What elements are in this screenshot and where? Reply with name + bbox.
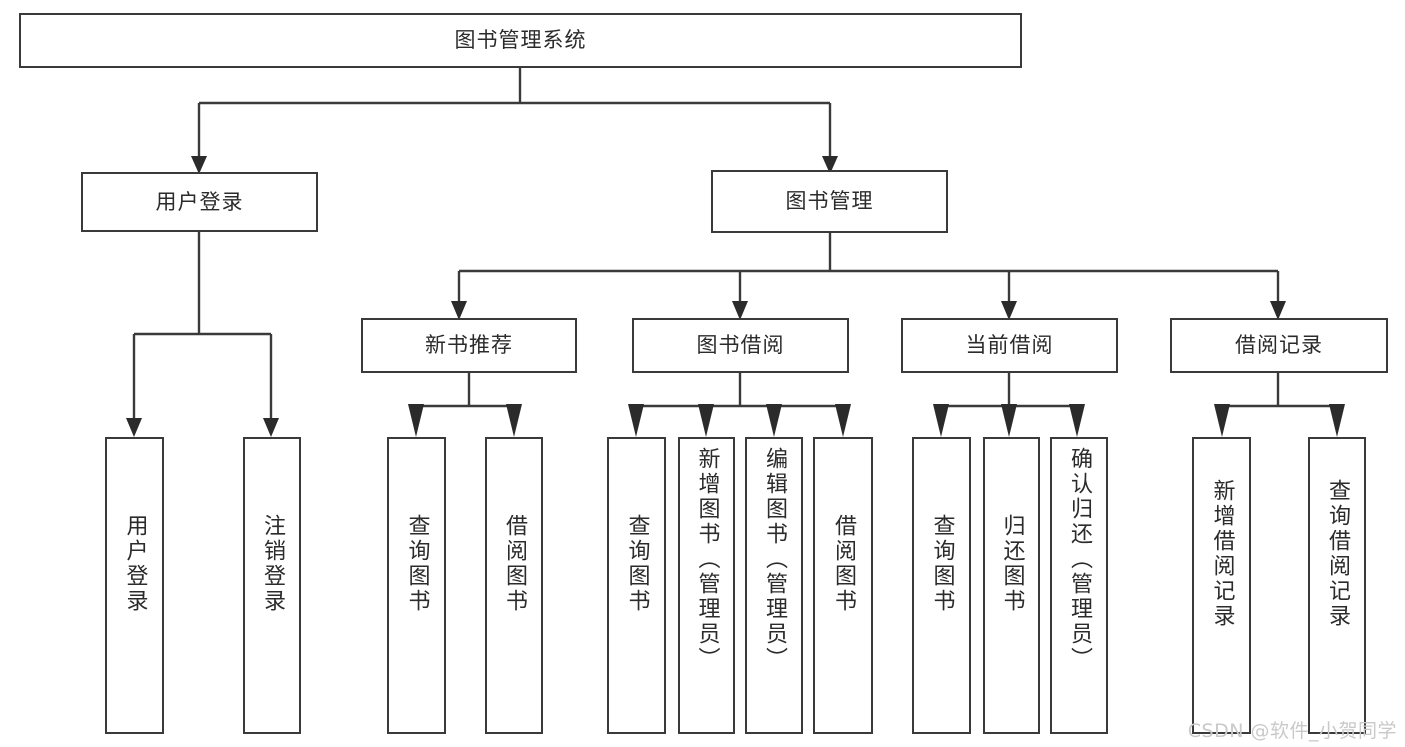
csdn-watermark: CSDN @软件_小贺同学 xyxy=(1187,720,1397,742)
node-leaf-query-book-2-label: 查询图书 xyxy=(624,514,650,614)
node-leaf-query-record-label: 查询借阅记录 xyxy=(1325,479,1350,629)
node-leaf-user-login-label: 用户登录 xyxy=(122,514,148,614)
node-leaf-borrow-book-2-label: 借阅图书 xyxy=(831,514,856,614)
node-leaf-confirm-return[interactable]: 确认归还（管理员） xyxy=(1050,437,1108,734)
node-leaf-borrow-book-2[interactable]: 借阅图书 xyxy=(813,437,873,734)
node-book-manage-label: 图书管理 xyxy=(785,189,874,214)
node-leaf-logout-label: 注销登录 xyxy=(260,514,285,614)
node-leaf-add-record-label: 新增借阅记录 xyxy=(1209,479,1235,629)
node-leaf-logout[interactable]: 注销登录 xyxy=(243,437,301,734)
node-leaf-add-book-label: 新增图书（管理员） xyxy=(694,447,720,672)
node-leaf-query-book-1-label: 查询图书 xyxy=(404,514,430,614)
node-leaf-return-book[interactable]: 归还图书 xyxy=(983,437,1040,734)
node-root[interactable]: 图书管理系统 xyxy=(19,13,1022,68)
node-user-login[interactable]: 用户登录 xyxy=(81,172,318,232)
node-leaf-borrow-book-1-label: 借阅图书 xyxy=(502,514,527,614)
node-leaf-query-book-3-label: 查询图书 xyxy=(929,514,955,614)
node-leaf-query-book-1[interactable]: 查询图书 xyxy=(387,437,446,734)
node-book-borrow[interactable]: 图书借阅 xyxy=(632,318,849,373)
node-root-label: 图书管理系统 xyxy=(454,28,587,53)
node-leaf-add-record[interactable]: 新增借阅记录 xyxy=(1192,437,1251,734)
node-borrow-record[interactable]: 借阅记录 xyxy=(1170,318,1388,373)
node-leaf-return-book-label: 归还图书 xyxy=(999,514,1025,614)
node-leaf-confirm-return-label: 确认归还（管理员） xyxy=(1067,447,1092,672)
node-leaf-user-login[interactable]: 用户登录 xyxy=(105,437,164,734)
node-new-book-rec[interactable]: 新书推荐 xyxy=(361,318,577,373)
node-book-borrow-label: 图书借阅 xyxy=(696,333,785,358)
node-user-login-label: 用户登录 xyxy=(155,189,244,214)
node-leaf-add-book[interactable]: 新增图书（管理员） xyxy=(678,437,735,734)
node-current-borrow-label: 当前借阅 xyxy=(965,333,1054,358)
node-borrow-record-label: 借阅记录 xyxy=(1235,333,1323,358)
node-leaf-query-record[interactable]: 查询借阅记录 xyxy=(1308,437,1366,734)
node-leaf-borrow-book-1[interactable]: 借阅图书 xyxy=(485,437,543,734)
node-leaf-query-book-2[interactable]: 查询图书 xyxy=(607,437,666,734)
node-book-manage[interactable]: 图书管理 xyxy=(711,170,948,233)
node-leaf-edit-book[interactable]: 编辑图书（管理员） xyxy=(745,437,803,734)
node-leaf-edit-book-label: 编辑图书（管理员） xyxy=(762,447,787,672)
node-leaf-query-book-3[interactable]: 查询图书 xyxy=(912,437,971,734)
node-new-book-rec-label: 新书推荐 xyxy=(425,333,513,358)
node-current-borrow[interactable]: 当前借阅 xyxy=(901,318,1118,373)
